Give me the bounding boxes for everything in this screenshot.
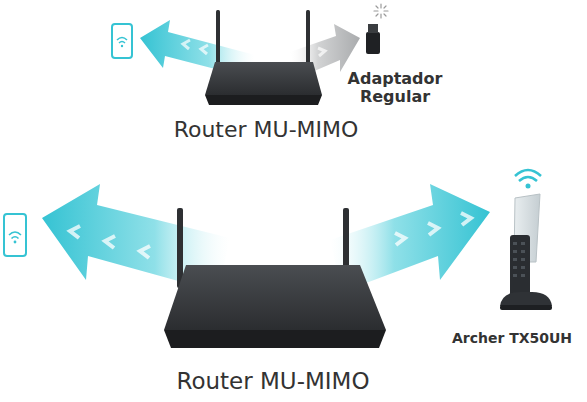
phone-icon <box>4 214 26 256</box>
usb-adapter <box>366 4 388 54</box>
router-illustration <box>205 10 322 105</box>
device-label: Archer TX50UH <box>452 330 572 346</box>
usb-adapter-illustration <box>500 170 552 310</box>
device-label: Adaptador Regular <box>335 70 455 107</box>
router-label: Router MU-MIMO <box>174 117 359 142</box>
router-label: Router MU-MIMO <box>176 368 369 394</box>
router-illustration <box>164 208 386 348</box>
phone-icon <box>112 24 132 58</box>
